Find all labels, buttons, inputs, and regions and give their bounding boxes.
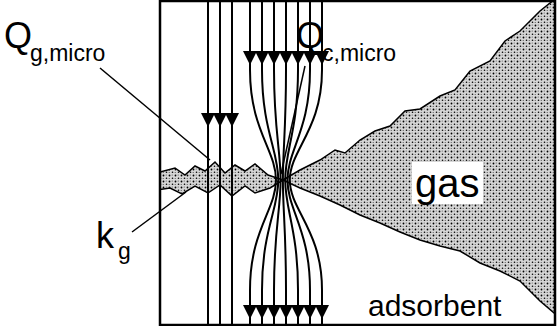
adsorbent-frame xyxy=(160,1,555,325)
heat-flow-subscript: c,micro xyxy=(322,42,396,65)
region-name: gas xyxy=(412,162,483,204)
heat-flow-symbol: Q xyxy=(296,18,324,54)
conductivity-subscript: g xyxy=(118,240,131,263)
conductivity-symbol: k xyxy=(96,218,114,254)
heat-flow-symbol: Q xyxy=(4,18,32,54)
region-name: adsorbent xyxy=(365,290,504,322)
leader-lines xyxy=(100,66,305,232)
heat-flow-subscript: g,micro xyxy=(30,42,105,65)
